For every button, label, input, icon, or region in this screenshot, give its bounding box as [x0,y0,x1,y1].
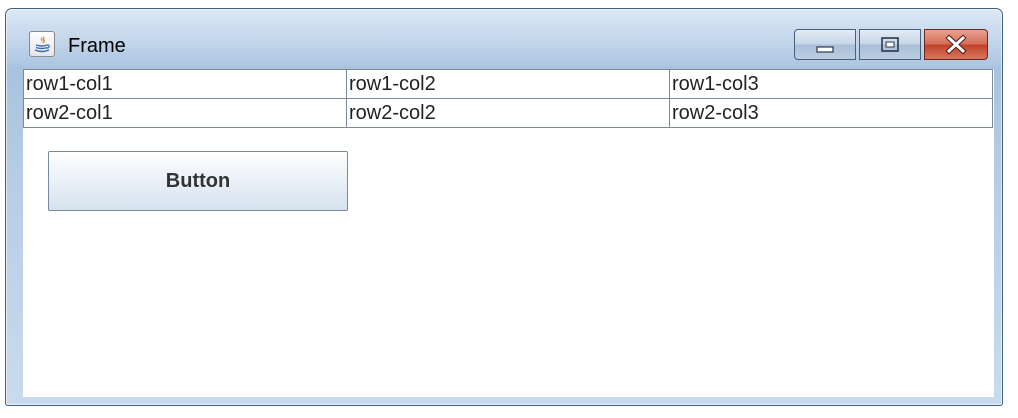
table-cell[interactable]: row2-col1 [23,98,347,128]
minimize-icon [816,46,834,53]
close-icon [945,34,967,55]
table-cell[interactable]: row1-col1 [23,69,347,99]
app-window: Frame row1-col [5,8,1003,406]
maximize-button[interactable] [859,29,921,60]
table-cell[interactable]: row1-col2 [346,69,670,99]
java-icon[interactable] [29,31,55,57]
minimize-button[interactable] [794,29,856,60]
table-cell[interactable]: row2-col2 [346,98,670,128]
table-row[interactable]: row1-col1 row1-col2 row1-col3 [23,69,993,99]
maximize-icon [881,37,899,52]
table-row[interactable]: row2-col1 row2-col2 row2-col3 [23,98,993,128]
close-button[interactable] [924,29,988,60]
window-title: Frame [68,35,126,57]
table-cell[interactable]: row1-col3 [669,69,993,99]
button[interactable]: Button [48,151,348,211]
table-cell[interactable]: row2-col3 [669,98,993,128]
title-bar[interactable]: Frame [6,9,1002,69]
data-table: row1-col1 row1-col2 row1-col3 row2-col1 … [23,69,993,128]
content-pane: row1-col1 row1-col2 row1-col3 row2-col1 … [23,69,994,397]
